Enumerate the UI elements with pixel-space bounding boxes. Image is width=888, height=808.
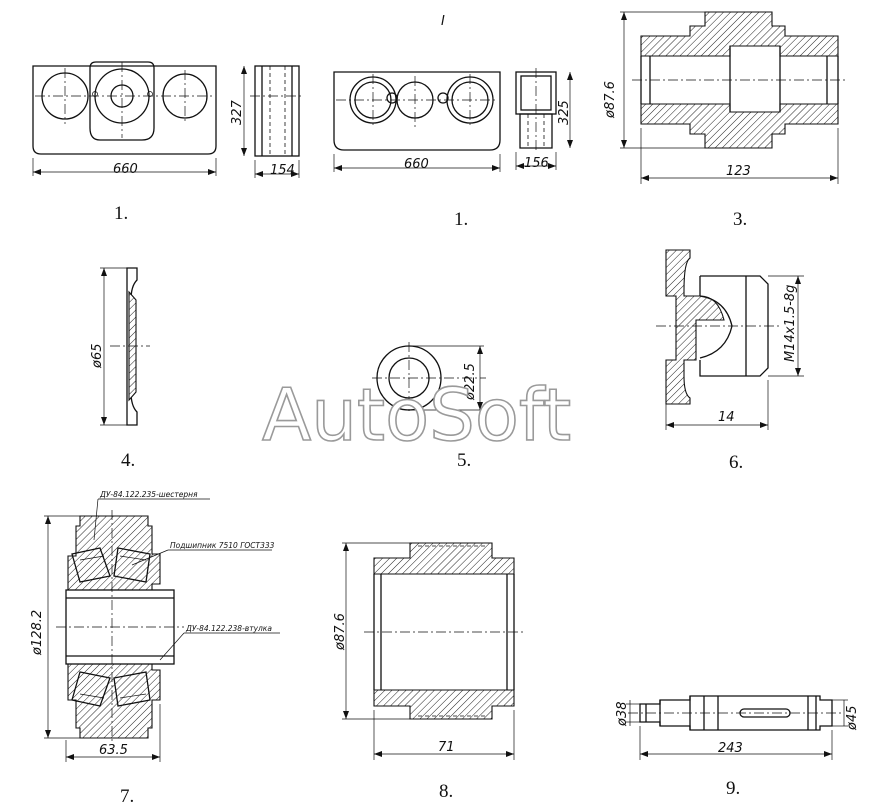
dim-part1b-width: 660: [404, 157, 429, 172]
dim-part3-length: 123: [726, 164, 751, 179]
dim-part4-diameter: ø65: [90, 344, 105, 370]
part-4-number: 4.: [121, 450, 135, 471]
dim-part6-thread: M14x1.5-8g: [783, 285, 798, 362]
watermark: AutoSoft: [262, 373, 571, 457]
part-6-plug: M14x1.5-8g 14: [656, 249, 804, 430]
dim-part8-length: 71: [438, 740, 455, 755]
part-4-washer: ø65: [90, 267, 150, 426]
callout-gear: ДУ-84.122.235-шестерня: [99, 490, 198, 499]
part-1b-number: 1.: [454, 209, 468, 230]
part-5-ring: ø22.5: [372, 342, 486, 414]
part-3-gear-hub: ø87.6 123: [603, 11, 848, 184]
dim-part5-diameter: ø22.5: [463, 363, 478, 401]
part-8-bushing: ø87.6 71: [333, 542, 524, 760]
part-1-housing-a: 660 327 154: [32, 61, 304, 178]
dim-part3-diameter: ø87.6: [603, 81, 618, 119]
dim-part1a-depth: 154: [270, 163, 295, 178]
dim-part8-diameter: ø87.6: [333, 613, 348, 651]
part-6-number: 6.: [729, 452, 743, 473]
dim-part7-width: 63.5: [99, 743, 128, 758]
dim-part9-large-diameter: ø45: [845, 706, 860, 732]
part-1a-number: 1.: [114, 203, 128, 224]
dim-part1a-width: 660: [113, 162, 138, 177]
dim-part6-length: 14: [718, 410, 735, 425]
dim-part9-small-diameter: ø38: [615, 702, 630, 728]
part-8-number: 8.: [439, 781, 453, 802]
dim-part1b-depth: 156: [524, 156, 549, 171]
dim-part1a-height: 327: [230, 99, 245, 125]
part-7-number: 7.: [120, 786, 134, 807]
part-5-number: 5.: [457, 450, 471, 471]
part-1-housing-b: 660 325 156: [333, 68, 573, 172]
part-3-number: 3.: [733, 209, 747, 230]
top-mark: I: [441, 14, 445, 29]
part-9-shaft: ø38 ø45 243: [615, 695, 860, 760]
dim-part9-length: 243: [718, 741, 743, 756]
part-9-number: 9.: [726, 778, 740, 799]
callout-bearing: Подшипник 7510 ГОСТ333: [170, 541, 275, 550]
part-7-gear-assembly: ø128.2 63.5 ДУ-84.122.235-шестерня Подши…: [30, 490, 280, 762]
dim-part7-diameter: ø128.2: [30, 610, 45, 656]
dim-part1b-height: 325: [557, 100, 572, 125]
callout-bushing: ДУ-84.122.238-втулка: [185, 624, 272, 633]
